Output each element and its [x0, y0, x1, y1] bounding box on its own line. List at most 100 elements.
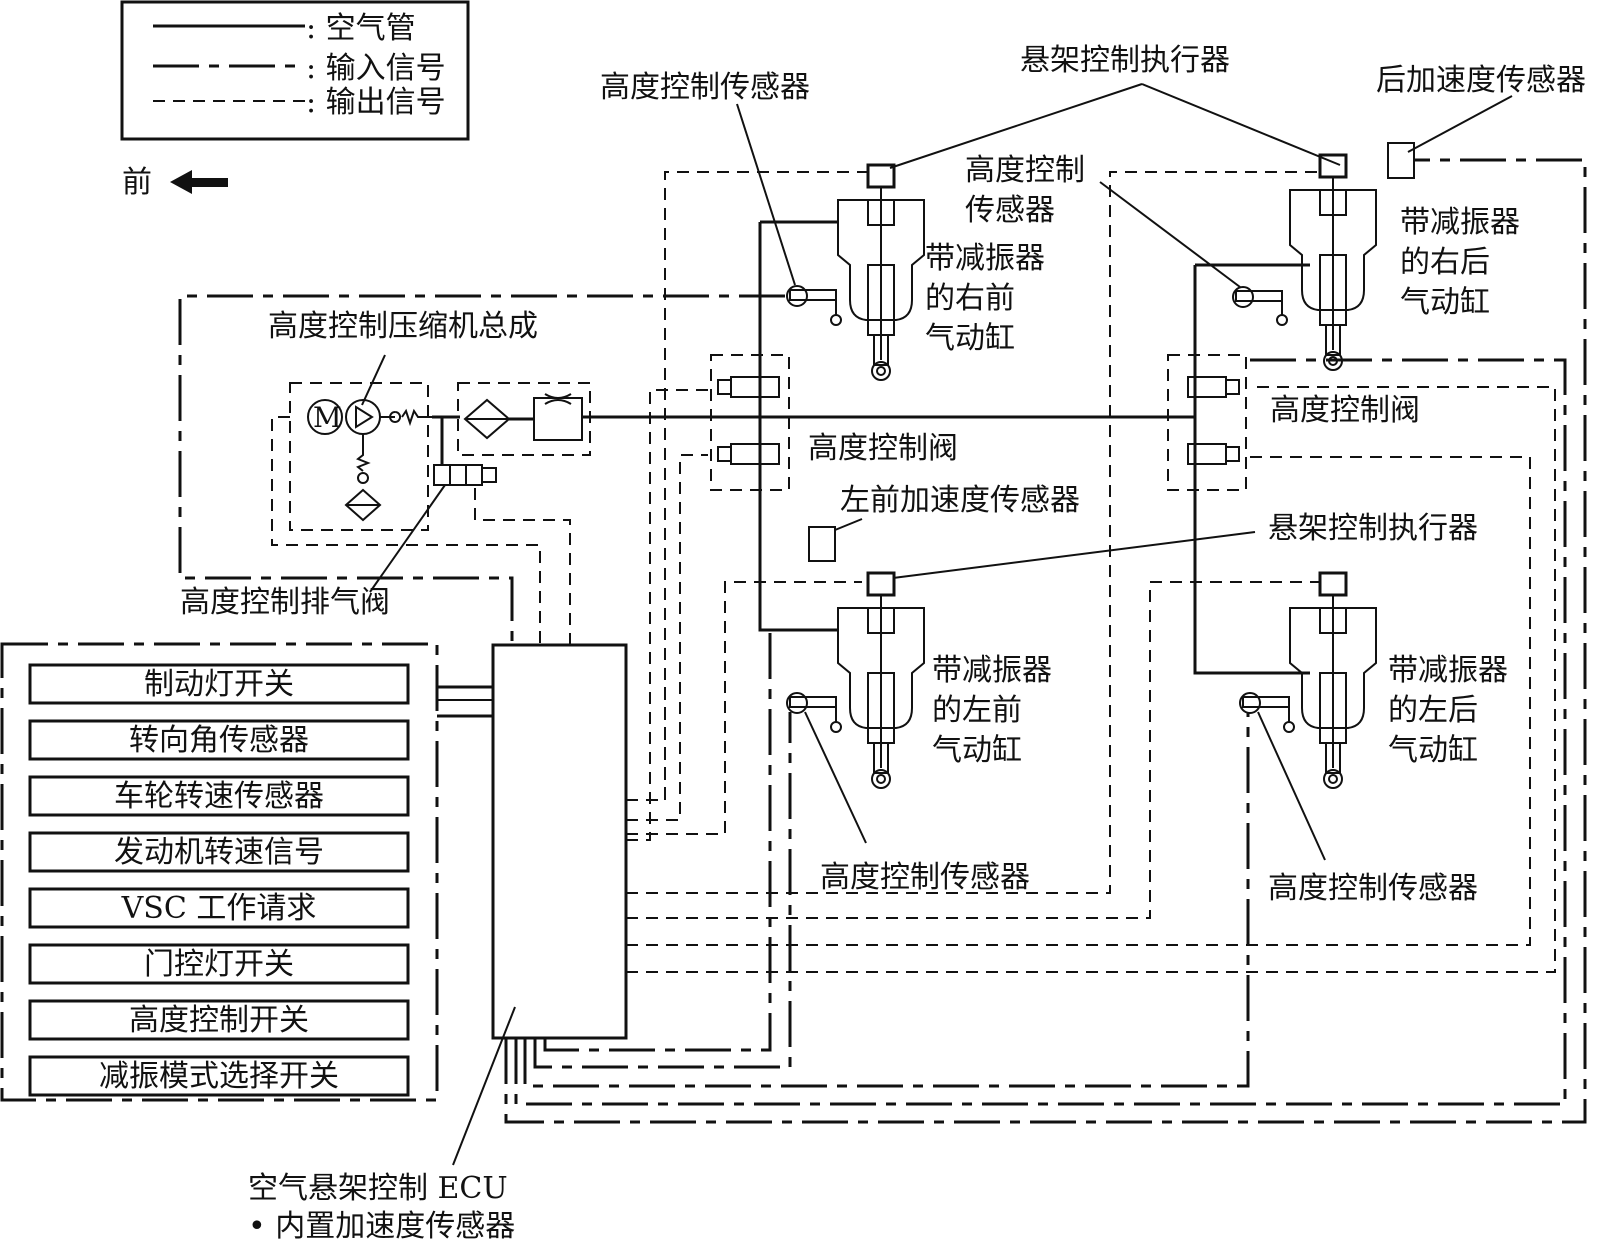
upper-mount: [867, 199, 895, 226]
solenoid-icon: [481, 467, 497, 483]
cylinder-label-line: 气动缸: [932, 733, 1022, 768]
upper-mount: [867, 607, 895, 634]
intake-filter-icon: [344, 488, 382, 522]
mount-eye-inner: [876, 366, 886, 376]
input-rear-left-height: [523, 712, 1250, 1088]
legend-frame: [120, 0, 470, 141]
mount-eye-inner: [1328, 774, 1338, 784]
compressor-assembly: 高度控制压缩机总成 M 高度控制排气阀: [180, 309, 591, 645]
input-front-left-height: [533, 712, 792, 1069]
cylinder-label-line: 的右后: [1400, 245, 1490, 280]
air-spring-icon: [1289, 607, 1377, 729]
actuator-icon: [866, 571, 896, 597]
actuator-top-callout: 悬架控制执行器: [889, 43, 1341, 169]
input-switch-label: 发动机转速信号: [114, 835, 324, 870]
accel-sensor-icon: [808, 526, 836, 562]
actuator-icon: [866, 163, 896, 189]
input-switch-row: 发动机转速信号: [28, 831, 410, 873]
sensor-ball: [830, 314, 842, 326]
compressor-label: 高度控制压缩机总成: [268, 309, 538, 344]
lower-rod: [873, 334, 889, 366]
mount-eye-icon: [871, 361, 891, 381]
air-spring-icon: [1289, 189, 1377, 311]
input-switch-row: 制动灯开关: [28, 663, 410, 705]
output-front-right-actuator: [664, 171, 868, 800]
accel-leader: [834, 518, 863, 531]
lower-rod: [1325, 324, 1341, 356]
front-left-accel-label: 左前加速度传感器: [840, 483, 1080, 518]
exhaust-valve-label: 高度控制排气阀: [180, 585, 390, 620]
front-direction: 前: [122, 165, 228, 200]
regen-valve-icon: [533, 397, 583, 441]
input-switch-row: 车轮转速传感器: [28, 775, 410, 817]
intake-spring-icon: [356, 434, 371, 472]
cylinder-rear-left-label: 带减振器 的左后 气动缸: [1388, 653, 1508, 768]
input-switch-label: VSC 工作请求: [121, 891, 317, 926]
input-switch-box: [28, 663, 410, 705]
cylinder-rear-left: [1289, 571, 1377, 789]
cylinder-rear-right: [1289, 153, 1377, 371]
legend: : 空气管 : 输入信号 : 输出信号: [120, 0, 470, 141]
rear-valve-1-solenoid-icon: [1225, 379, 1240, 395]
output-aux: [626, 680, 666, 801]
cylinder-label-line: 的左后: [1388, 693, 1478, 728]
height-sensor-icon: [786, 285, 808, 307]
output-front-valve-1: [626, 389, 708, 841]
cylinder-label-line: 带减振器: [925, 241, 1045, 276]
ecu-leader: [452, 1006, 516, 1166]
front-valve-2-solenoid-icon: [717, 446, 732, 462]
output-rear-left-actuator: [626, 581, 1320, 919]
accel-sensor-icon: [1387, 142, 1415, 179]
height-sensor-label: 高度控制传感器: [600, 70, 810, 105]
ecu-box: [491, 643, 628, 1040]
cylinder-label-line: 气动缸: [1388, 733, 1478, 768]
compressor-dashed-frame: [289, 382, 429, 531]
mount-eye-icon: [1323, 769, 1343, 789]
input-front-left-accel: [543, 630, 772, 1052]
input-switch-box: [28, 719, 410, 761]
sensor-ball: [1276, 314, 1288, 326]
front-label: 前: [122, 165, 152, 200]
height-sensor-rear-left: 高度控制传感器: [1239, 692, 1478, 906]
legend-label-air-pipe: : 空气管: [306, 11, 416, 46]
front-valve-frame: [710, 354, 790, 491]
input-switch-box: [28, 999, 410, 1041]
output-rear-right-actuator: [626, 171, 1320, 894]
rear-accel-sensor: 后加速度传感器: [1376, 63, 1586, 179]
orifice-icon: [544, 393, 572, 405]
cylinder-label-line: 气动缸: [1400, 285, 1490, 320]
sensor-ball: [830, 721, 842, 733]
input-switch-row: 转向角传感器: [28, 719, 410, 761]
motor-signal-line: [271, 416, 541, 645]
cylinder-label-line: 气动缸: [925, 321, 1015, 356]
legend-label-input-signal: : 输入信号: [306, 51, 446, 86]
legend-label-output-signal: : 输出信号: [306, 85, 446, 120]
height-sensor-leader: [736, 103, 796, 286]
upper-mount: [1319, 189, 1347, 216]
rear-accel-label: 后加速度传感器: [1376, 63, 1586, 98]
actuator-leader: [892, 531, 1256, 579]
exhaust-valve-leader: [369, 484, 446, 593]
output-front-left-actuator: [626, 581, 862, 835]
air-spring-icon: [837, 607, 925, 729]
height-sensor-icon: [1232, 286, 1254, 308]
lower-rod: [873, 742, 889, 774]
cylinder-front-right: [837, 163, 925, 381]
upper-mount: [1319, 607, 1347, 634]
height-sensor-rear-right: 高度控制 传感器: [965, 153, 1288, 326]
cylinder-label-line: 带减振器: [1388, 653, 1508, 688]
input-switch-label: 门控灯开关: [144, 947, 294, 982]
sensor-lever: [1242, 696, 1290, 708]
rear-valve-2-solenoid-icon: [1225, 446, 1240, 462]
actuator-leader-front: [889, 83, 1143, 169]
input-switch-box: [28, 887, 410, 929]
sensor-ball: [1283, 721, 1295, 733]
input-switch-box: [28, 943, 410, 985]
cylinder-label-line: 的右前: [925, 281, 1015, 316]
cylinder-label-line: 带减振器: [932, 653, 1052, 688]
height-sensor-front-right: 高度控制传感器: [600, 70, 842, 326]
rear-valve-label: 高度控制阀: [1270, 393, 1420, 428]
output-rear-valve-2: [626, 456, 1531, 946]
intake-check-icon: [357, 472, 369, 484]
ecu-sub-label: • 内置加速度传感器: [248, 1209, 515, 1242]
